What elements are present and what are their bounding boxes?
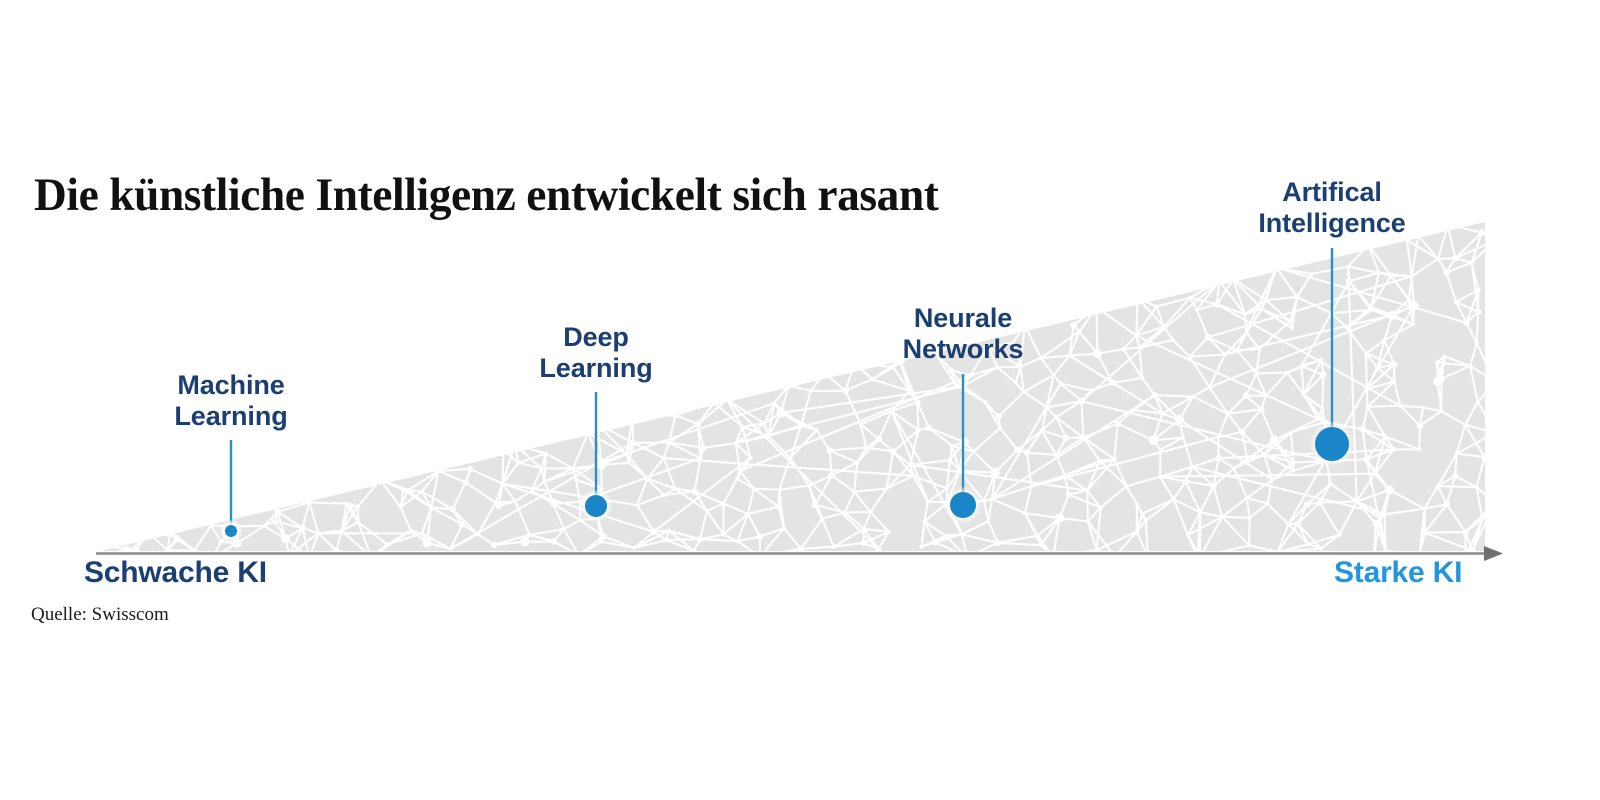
callout-machine-learning[interactable]: Machine Learning bbox=[0, 370, 631, 433]
marker-dot-artifical-intelligence[interactable] bbox=[1315, 427, 1349, 461]
marker-dot-neurale-networks[interactable] bbox=[950, 492, 976, 518]
callout-deep-learning[interactable]: Deep Learning bbox=[196, 322, 996, 385]
callout-line-1: Machine bbox=[177, 370, 285, 400]
callout-line-2: Intelligence bbox=[1258, 208, 1406, 239]
callout-artifical-intelligence[interactable]: Artifical Intelligence bbox=[932, 177, 1600, 240]
source-note: Quelle: Swisscom bbox=[31, 604, 169, 625]
axis-label-weak-ai: Schwache KI bbox=[84, 556, 267, 589]
arrow-right-icon bbox=[1484, 546, 1503, 561]
callout-line-1: Deep bbox=[563, 322, 629, 352]
marker-dot-deep-learning[interactable] bbox=[585, 495, 607, 517]
callout-line-2: Learning bbox=[539, 353, 653, 384]
page-title: Die künstliche Intelligenz entwickelt si… bbox=[34, 169, 939, 221]
axis-label-strong-ai: Starke KI bbox=[1334, 556, 1463, 589]
callout-line-2: Networks bbox=[902, 334, 1024, 365]
callout-markers bbox=[219, 248, 1355, 543]
callout-line-2: Learning bbox=[174, 401, 288, 432]
callout-neurale-networks[interactable]: Neurale Networks bbox=[563, 303, 1363, 366]
callout-line-1: Artifical bbox=[1282, 177, 1382, 207]
marker-dot-machine-learning[interactable] bbox=[225, 525, 237, 537]
network-mesh-texture bbox=[100, 222, 1485, 551]
callout-line-1: Neurale bbox=[913, 303, 1013, 333]
axis-baseline bbox=[96, 546, 1503, 561]
